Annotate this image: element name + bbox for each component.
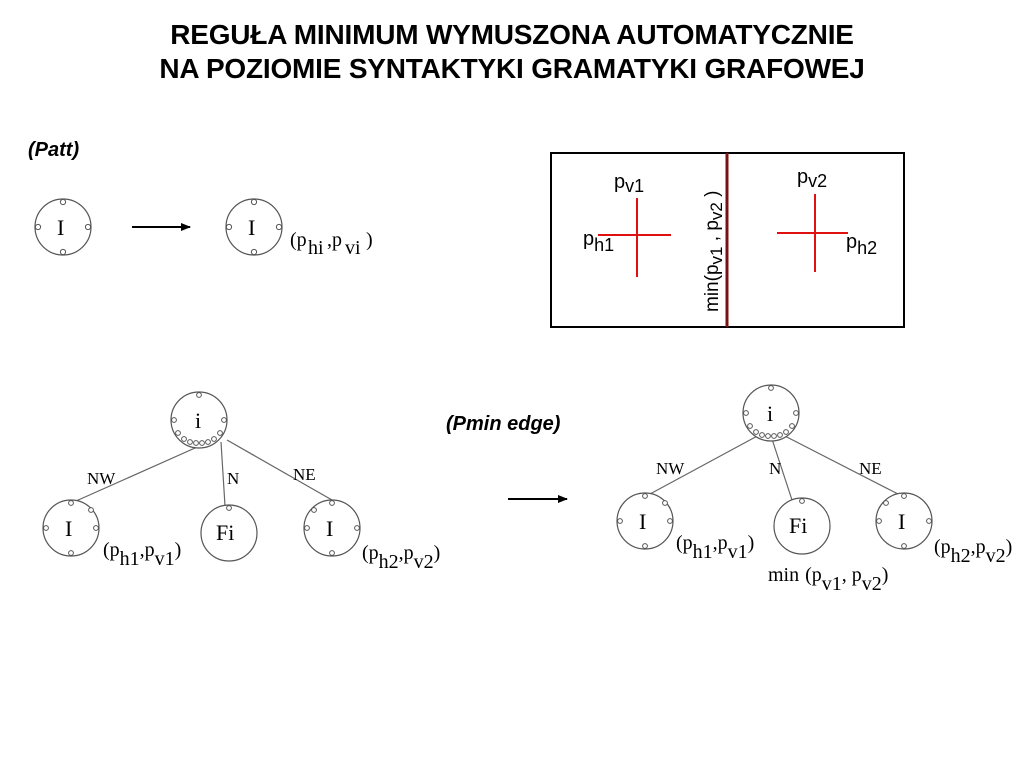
right-attr-h2-v2: (ph2,pv2) [934, 536, 1012, 567]
pmin-edge-label: (Pmin edge) [446, 413, 561, 435]
label-p-v1: pv1 [614, 171, 644, 196]
left-root-label: i [195, 408, 201, 433]
right-edge-ne-label: NE [859, 459, 882, 478]
left-node-fi: Fi [200, 504, 258, 562]
patt-attr-sep: ,p [327, 229, 342, 251]
label-p-h1: ph1 [583, 228, 614, 255]
left-edge-n-label: N [227, 469, 239, 488]
right-edge-nw [649, 433, 762, 495]
label-p-h2: ph2 [846, 231, 877, 258]
left-attr-h1-v1: (ph1,pv1) [103, 539, 181, 570]
left-node-i-right: I [303, 499, 361, 557]
divider-min-label: min(pv1 , pv2 ) [702, 191, 726, 313]
right-cross: pv2 ph2 [777, 166, 877, 272]
right-edge-n-label: N [769, 459, 781, 478]
patt-attr-sub2: vi [345, 237, 361, 259]
patt-label: (Patt) [28, 139, 80, 161]
right-root-node: i [742, 384, 800, 442]
left-node-fi-label: Fi [216, 520, 234, 545]
patt-left-node: I [34, 198, 92, 256]
patt-right-node-label: I [248, 215, 255, 240]
right-edge-n [770, 435, 793, 501]
left-edge-nw-label: NW [87, 469, 116, 488]
min-box: pv1 ph1 pv2 ph2 min(pv1 , pv2 ) [550, 152, 905, 328]
right-node-i-left: I [616, 492, 674, 550]
left-edge-n [220, 441, 226, 507]
left-node-i-right-label: I [326, 516, 333, 541]
patt-left-node-label: I [57, 215, 64, 240]
right-attr-min-v1-v2: min(pv1, pv2) [768, 564, 888, 595]
title-line-1: REGUŁA MINIMUM WYMUSZONA AUTOMATYCZNIE [170, 19, 854, 50]
left-node-i-left: I [42, 499, 100, 557]
patt-attribute: (p hi ,p vi ) [290, 229, 373, 259]
left-edge-nw [75, 439, 214, 502]
slide-title: REGUŁA MINIMUM WYMUSZONA AUTOMATYCZNIE N… [0, 18, 1024, 86]
left-edge-ne-label: NE [293, 465, 316, 484]
title-line-2: NA POZIOMIE SYNTAKTYKI GRAMATYKI GRAFOWE… [159, 53, 865, 84]
right-node-fi: Fi [773, 497, 831, 555]
label-p-v2: pv2 [797, 166, 827, 191]
left-graph: NW N NE i I [42, 391, 440, 573]
patt-attr-close: ) [366, 229, 373, 251]
patt-attr-open: (p [290, 229, 307, 251]
patt-rule: I I (p hi ,p vi ) [34, 198, 373, 259]
right-edge-ne [778, 432, 899, 495]
right-node-i-right: I [875, 492, 933, 550]
right-root-label: i [767, 401, 773, 426]
left-root-node: i [170, 391, 228, 449]
right-node-i-left-label: I [639, 509, 646, 534]
patt-right-node: I [225, 198, 283, 256]
right-attr-h1-v1: (ph1,pv1) [676, 532, 754, 563]
left-edge-ne [226, 439, 333, 501]
left-attr-h2-v2: (ph2,pv2) [362, 542, 440, 573]
left-cross: pv1 ph1 [583, 171, 671, 277]
right-edge-nw-label: NW [656, 459, 685, 478]
right-node-fi-label: Fi [789, 513, 807, 538]
left-node-i-left-label: I [65, 516, 72, 541]
patt-attr-sub1: hi [308, 237, 324, 259]
right-graph: NW N NE i I [616, 384, 1012, 595]
right-node-i-right-label: I [898, 509, 905, 534]
